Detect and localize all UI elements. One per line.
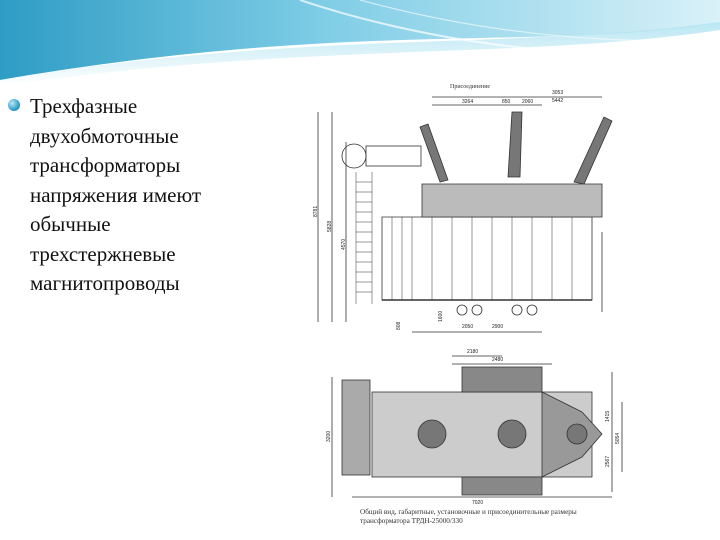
- dim-plan-bottom-0: 7020: [472, 500, 483, 506]
- drawing-top-title: Присоединение: [450, 84, 490, 90]
- drawing-caption-line2: трансформатора ТРДН-25000/330: [360, 517, 463, 525]
- transformer-drawing: Присоединение 3053 5442 3264 850 2060 87…: [313, 84, 623, 525]
- dim-bottom-left-1: 1600: [438, 311, 444, 322]
- dim-top-2: 3264: [462, 99, 473, 105]
- dim-top-1: 5442: [552, 98, 563, 104]
- dim-left-0: 8781: [313, 206, 319, 217]
- dim-plan-top-0: 2180: [467, 349, 478, 355]
- dim-bottom-left-0: 808: [396, 321, 402, 330]
- dim-left-1: 5828: [327, 221, 333, 232]
- dim-left-2: 4570: [341, 239, 347, 250]
- bullet-dot-icon: [8, 99, 20, 111]
- dim-plan-right-1: 5054: [615, 433, 621, 444]
- drawing-caption-line1: Общий вид, габаритные, установочные и пр…: [360, 508, 577, 516]
- dim-plan-right-0: 1415: [605, 411, 611, 422]
- bullet-text: Трехфазные двухобмоточные трансформаторы…: [30, 94, 202, 295]
- dim-top-3: 850: [502, 99, 511, 105]
- header-banner: [0, 0, 720, 86]
- dim-bottom-top-0: 2050: [462, 324, 473, 330]
- dim-plan-right-2: 2567: [605, 456, 611, 467]
- dim-top-0: 3053: [552, 90, 563, 96]
- dim-plan-top-1: 2480: [492, 357, 503, 363]
- dim-top-4: 2060: [522, 99, 533, 105]
- dim-bottom-top-1: 2900: [492, 324, 503, 330]
- dim-plan-left-0: 3200: [326, 431, 332, 442]
